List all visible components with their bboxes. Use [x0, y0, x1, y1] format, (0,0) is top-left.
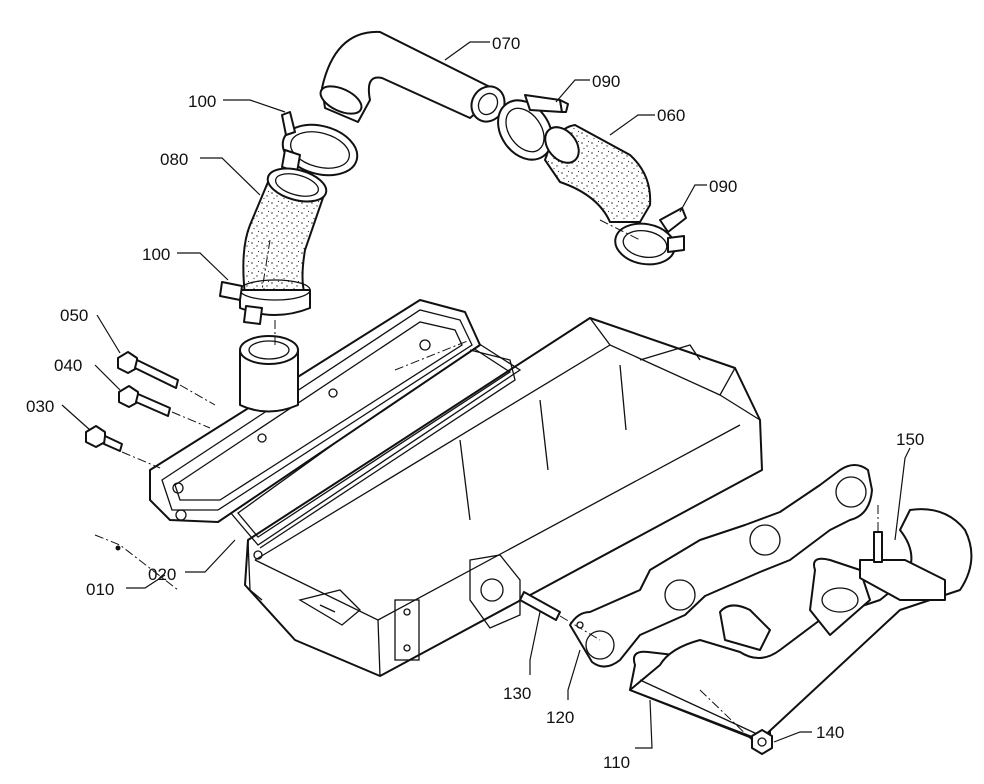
callout-120: 120 [546, 708, 574, 727]
leader-lines [61, 41, 911, 749]
cover-nut-030 [85, 425, 123, 452]
callout-130: 130 [503, 684, 531, 703]
alignment-lines [94, 219, 879, 741]
hose-clamp-090-lower [614, 207, 687, 266]
manifold-stud-150 [873, 531, 883, 563]
cover-bolt-040 [118, 385, 171, 417]
callout-100-lower: 100 [142, 245, 170, 264]
callout-020: 020 [148, 565, 176, 584]
callout-050: 050 [60, 306, 88, 325]
exhaust-manifold-gasket [569, 464, 873, 668]
cylinder-head-block [244, 317, 763, 677]
callout-030: 030 [26, 397, 54, 416]
manifold-nut-140 [751, 729, 773, 755]
right-water-hose [543, 123, 652, 223]
callout-labels: 010 020 030 040 050 060 070 080 090 090 … [26, 34, 924, 772]
cover-bolt-050 [117, 351, 179, 389]
manifold-stud-130 [519, 591, 561, 621]
hose-clamp-upper [281, 111, 359, 177]
callout-110: 110 [603, 753, 630, 772]
hose-clamp-lower [219, 279, 311, 325]
cylinder-head-cover [149, 299, 516, 549]
callout-100-upper: 100 [188, 92, 216, 111]
callout-010: 010 [86, 580, 114, 599]
left-water-hose [242, 167, 328, 296]
upper-water-pipe [319, 30, 506, 123]
callout-080: 080 [160, 150, 188, 169]
callout-040: 040 [54, 356, 82, 375]
callout-090-upper: 090 [592, 72, 620, 91]
callout-140: 140 [816, 723, 844, 742]
callout-060: 060 [657, 106, 685, 125]
water-outlet-pipe [239, 335, 299, 413]
exhaust-manifold [629, 508, 973, 746]
callout-090-lower: 090 [709, 177, 737, 196]
callout-150: 150 [896, 430, 924, 449]
hose-clamp-090-upper [497, 94, 569, 161]
callout-070: 070 [492, 34, 520, 53]
